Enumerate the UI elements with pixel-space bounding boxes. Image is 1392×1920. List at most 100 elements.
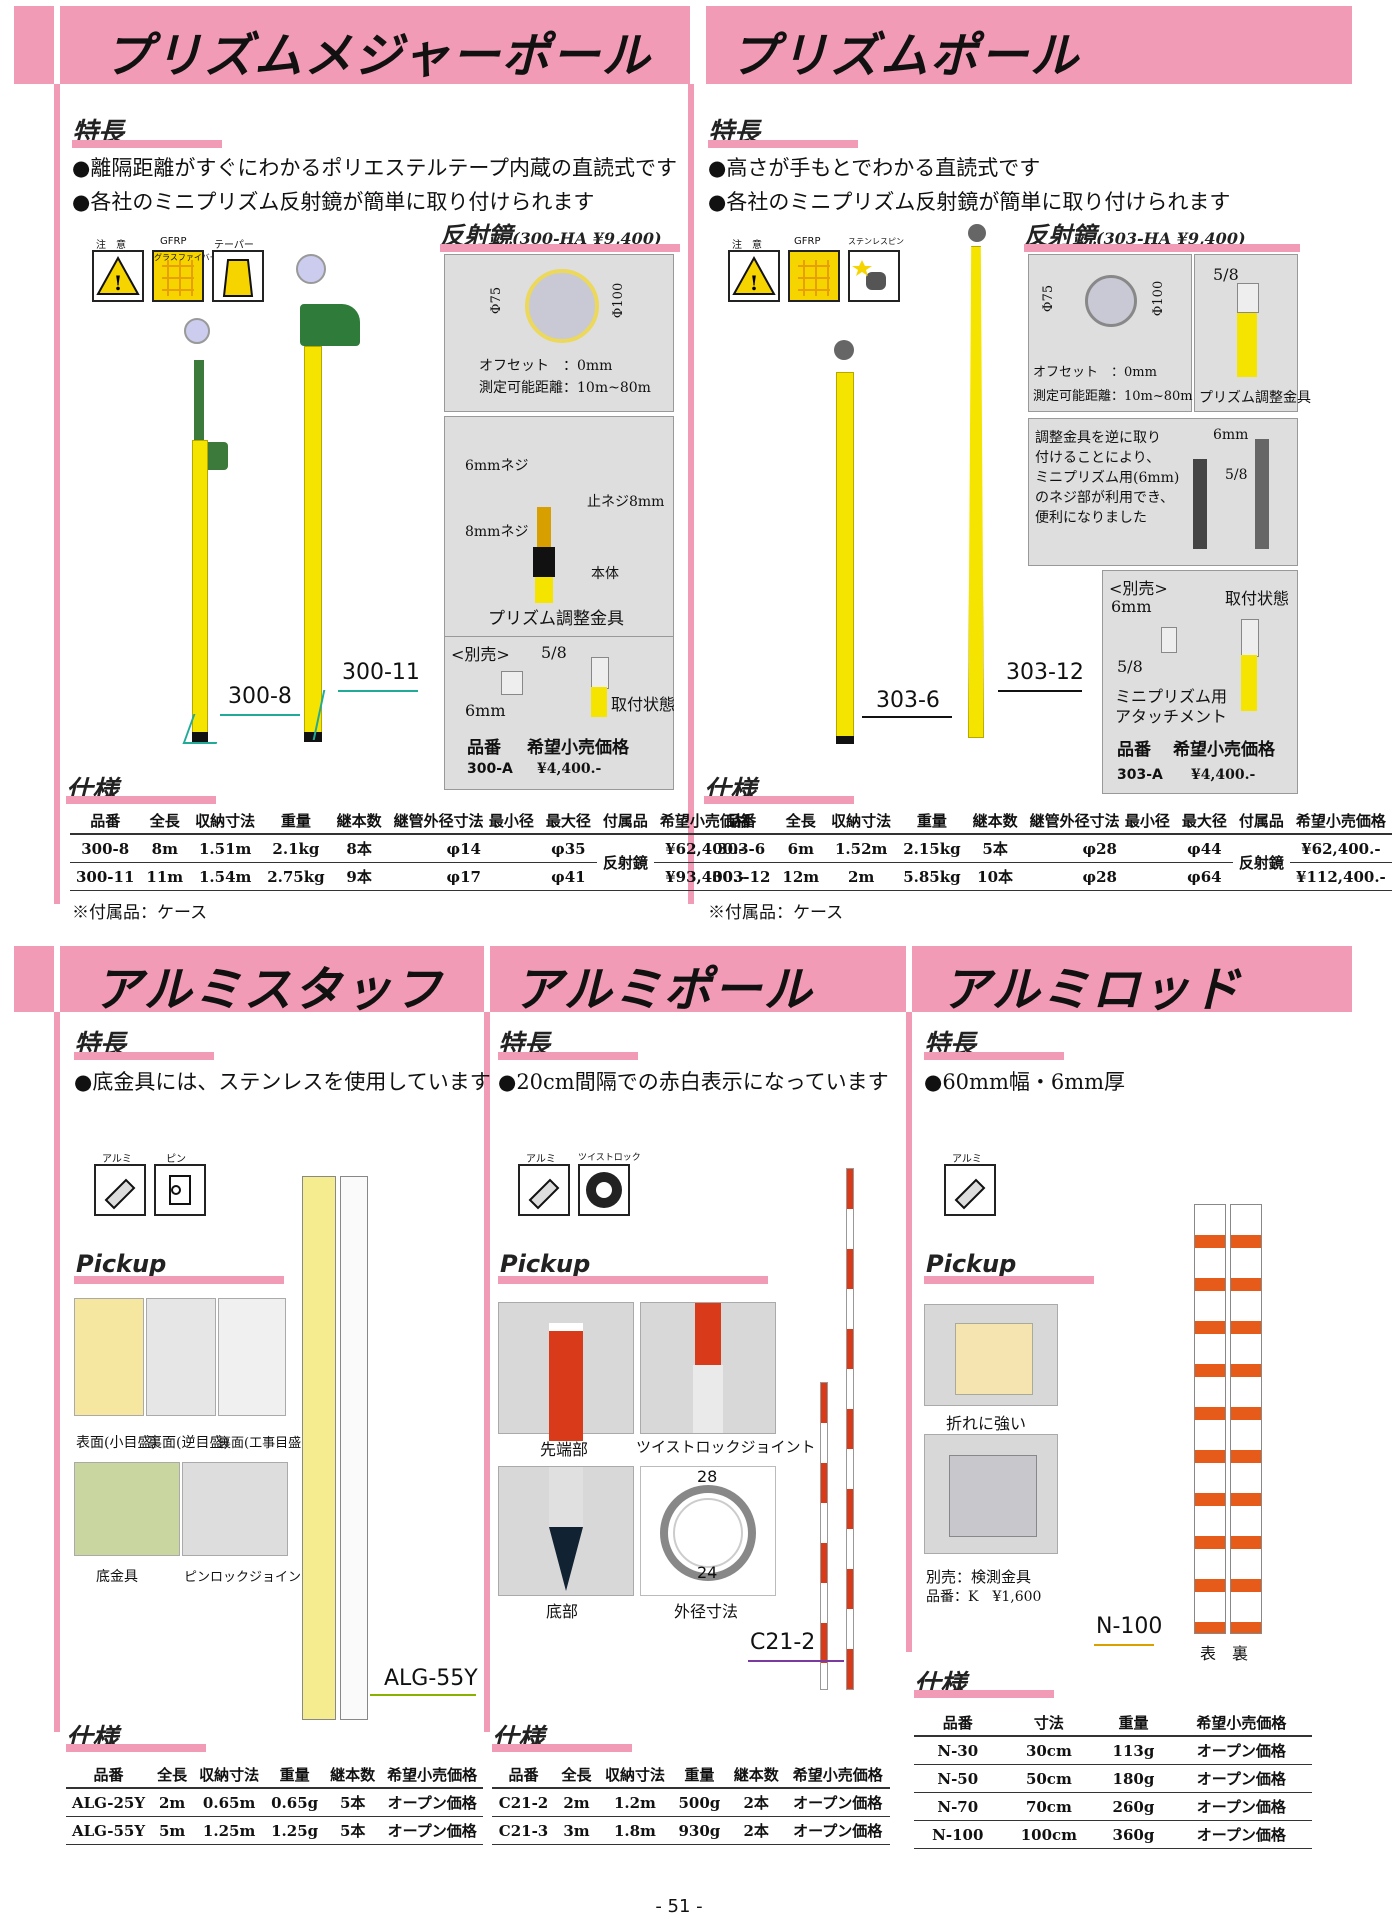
page-number: - 51 -: [655, 1896, 703, 1917]
pin-icon: [154, 1164, 206, 1216]
dim-label: 5/8: [1213, 265, 1239, 284]
table-header: 品番全長収納寸法重量継本数継管外径寸法 最小径最大径付属品希望小売価格: [706, 808, 1392, 835]
dim-label: Φ100: [1151, 280, 1167, 317]
pole-300-11: [304, 346, 322, 734]
caption: ピンロックジョイント: [184, 1570, 315, 1585]
feature-line: ●各社のミニプリズム反射鏡が簡単に取り付けられます: [708, 190, 1231, 214]
attachment-part: [591, 657, 609, 689]
pole-303-6: [836, 372, 854, 738]
feature-line: ●20cm間隔での赤白表示になっています: [498, 1070, 889, 1094]
caption: プリズム調整金具: [488, 609, 624, 629]
accessory-box: <別売> 5/8 6mm 取付状態 品番 希望小売価格 300-A ¥4,400…: [444, 636, 675, 790]
aluminum-icon: [944, 1164, 996, 1216]
caption: ツイストロックジョイント: [636, 1438, 816, 1456]
reflector-image: Φ75 Φ100 オフセット ：0mm 測定可能距離：10m~80m: [444, 254, 674, 412]
caption: 裏面(工事目盛): [218, 1436, 307, 1451]
gfrp-icon: [152, 250, 204, 302]
icon-label: GFRP: [794, 236, 821, 247]
feature-line: ●高さが手もとでわかる直読式です: [708, 156, 1041, 180]
staff-face-image: [74, 1298, 144, 1416]
caption: 先端部: [540, 1440, 589, 1459]
model-code: 303-12: [1006, 660, 1084, 685]
adjuster-part: [1193, 459, 1207, 549]
code-leader: [370, 1694, 476, 1696]
rod-front: [1194, 1204, 1226, 1634]
banner-prism-pole: プリズムポール: [700, 6, 1352, 84]
pole-part: [549, 1323, 583, 1441]
code-leader: [748, 1660, 844, 1662]
banner-prism-measure-pole: プリズムメジャーポール: [14, 6, 690, 84]
banner-aluminum-staff: アルミスタッフ: [14, 946, 484, 1018]
tag-underline: [914, 1690, 1054, 1698]
prism-icon: [184, 318, 210, 344]
note: ※付属品：ケース: [708, 903, 844, 923]
adjuster-part: [535, 577, 553, 603]
model-code: 300-8: [228, 684, 292, 709]
tag-underline: [74, 1276, 284, 1284]
tag-underline: [924, 1276, 1094, 1284]
range-text: 測定可能距離：10m~80m: [1033, 389, 1193, 404]
aluminum-icon: [94, 1164, 146, 1216]
pole-tip: [836, 736, 854, 744]
prism-icon: [1085, 275, 1137, 327]
pole-part: [693, 1365, 723, 1433]
code-leader: [220, 714, 300, 716]
tag-underline: [704, 796, 854, 804]
spec-table-300: 品番全長収納寸法重量継本数継管外径寸法 最小径最大径付属品希望小売価格 300-…: [70, 808, 756, 891]
table-header: 品番全長収納寸法重量継本数継管外径寸法 最小径最大径付属品希望小売価格: [70, 808, 756, 835]
tip-image: [498, 1302, 634, 1441]
outer-diameter-image: 28 24: [640, 1466, 776, 1596]
banner-aluminum-rod: アルミロッド: [912, 946, 1352, 1018]
caption: 表面(小目盛): [76, 1435, 157, 1451]
profile-shape: [955, 1323, 1033, 1395]
icon-label: GFRP: [160, 236, 187, 247]
acc-header: 希望小売価格: [1173, 740, 1275, 760]
acc-header: 希望小売価格: [527, 738, 629, 758]
prism-icon: [968, 224, 986, 242]
pole-tip: [192, 732, 208, 742]
staff-image: [302, 1176, 336, 1720]
caution-icon: !: [92, 250, 144, 302]
feature-line: ●離隔距離がすぐにわかるポリエステルテープ内蔵の直読式です: [72, 156, 678, 180]
attachment-part: [1241, 619, 1259, 657]
pole-head: [194, 360, 204, 440]
table-header: 品番寸法重量希望小売価格: [914, 1710, 1312, 1737]
svg-text:!: !: [114, 271, 123, 295]
sold-separately: <別売>: [451, 645, 510, 664]
dim-label: Φ75: [1041, 284, 1057, 313]
inspection-fitting-image: [924, 1434, 1058, 1554]
dim-label: 6mm: [1213, 427, 1249, 443]
base-fitting-image: [74, 1462, 180, 1556]
stainless-pin-icon: [848, 250, 900, 302]
icon-label: アルミ: [102, 1154, 132, 1165]
code-leader: [338, 690, 418, 692]
section-title: アルミポール: [514, 962, 814, 1018]
caption: 折れに強い: [946, 1414, 1027, 1433]
acc-code: 300-A: [467, 761, 513, 777]
tag-underline: [492, 1744, 632, 1752]
adjuster-part: [537, 507, 551, 547]
taper-icon: [212, 250, 264, 302]
pickup-tag: Pickup: [926, 1250, 1017, 1278]
attachment-name: ミニプリズム用: [1115, 687, 1228, 706]
feature-line: ●底金具には、ステンレスを使用しています: [74, 1070, 491, 1094]
dim-label: 28: [697, 1467, 718, 1486]
pole-c21-2: [820, 1382, 828, 1690]
description-line: 付けることにより、: [1035, 450, 1161, 466]
icon-label: アルミ: [952, 1154, 982, 1165]
adjuster-part: [533, 547, 555, 577]
attachment-part: [591, 687, 607, 717]
svg-text:!: !: [750, 271, 759, 295]
pole-head: [300, 304, 360, 346]
icon-label: アルミ: [526, 1154, 556, 1165]
